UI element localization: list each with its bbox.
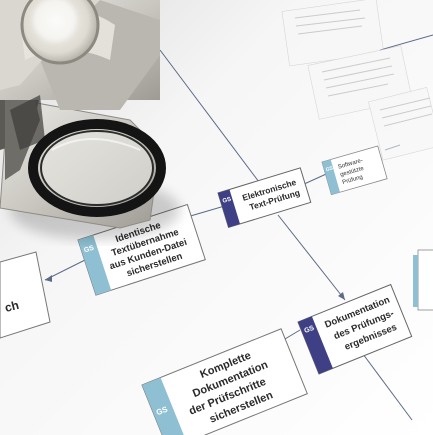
svg-text:Prüfung: Prüfung [342,174,364,186]
svg-text:GS: GS [155,404,170,417]
left-partial-label: ch [3,298,20,315]
box-elektronische-textpruefung: GS Elektronische Text-Prüfung [217,167,312,229]
box-software-pruefung: GS Software- gestützte Prüfung [321,145,388,196]
loupe-stand [0,0,161,229]
svg-text:GS: GS [325,165,334,173]
left-partial-box: ch [0,251,51,339]
box-dokumentation-pruefungsergebnis: GS Dokumentation des Prüfungs- ergebniss… [297,283,413,375]
loupe-lens-ring [28,119,166,217]
box-identische-textuebernahme: GS Identische Textübernahme aus Kunden-D… [77,203,206,296]
svg-text:GS: GS [222,197,232,205]
background-notes [281,0,433,161]
right-edge-box [413,249,433,311]
svg-text:GS: GS [83,245,95,255]
svg-text:GS: GS [303,325,315,335]
box-komplette-dokumentation: GS Komplette Dokumentation der Prüfschri… [141,328,308,435]
